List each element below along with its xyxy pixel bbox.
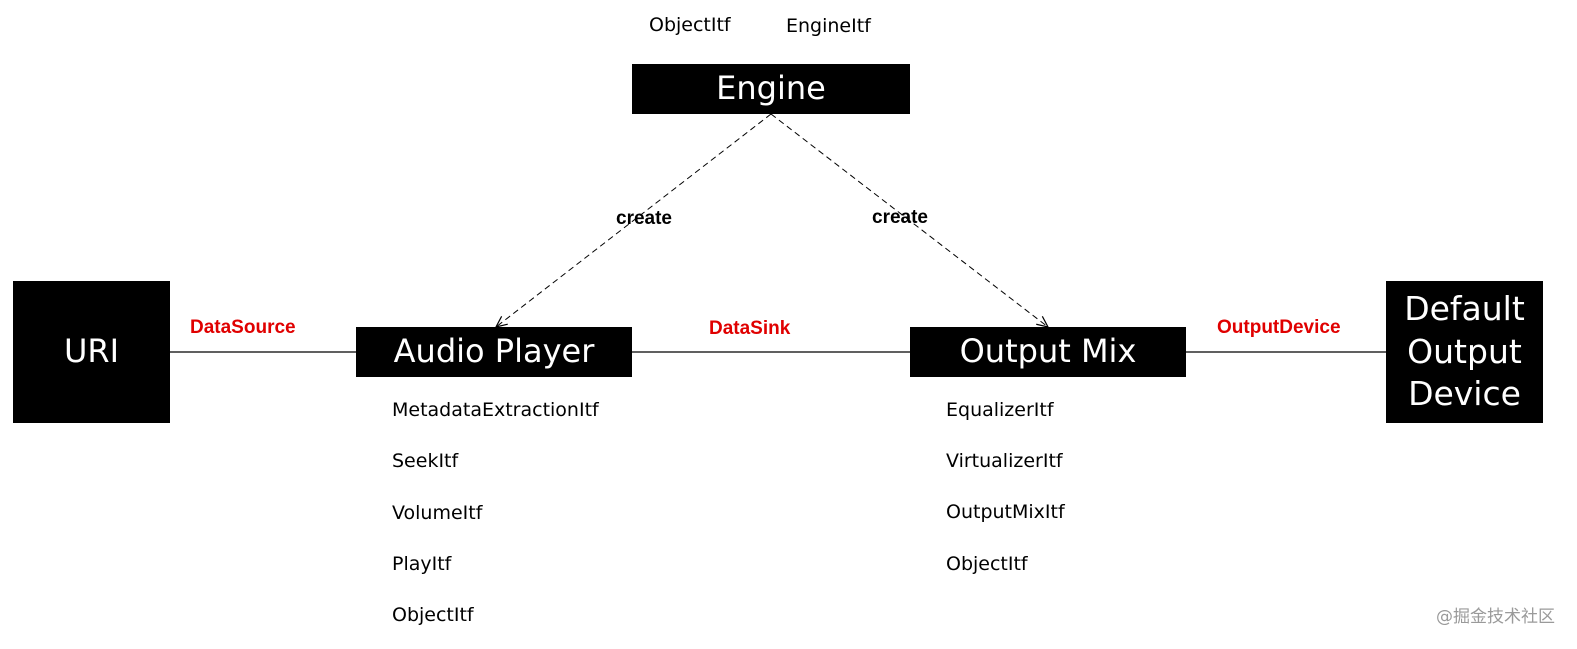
audio-player-box: Audio Player [356,327,632,377]
output-mix-interface: VirtualizerItf [946,450,1063,472]
datasource-label: DataSource [190,317,296,338]
output-mix-interface: ObjectItf [946,553,1028,575]
uri-label: URI [63,332,120,371]
uri-box: URI [13,281,170,423]
engine-box: Engine [632,64,910,114]
audio-player-interface: MetadataExtractionItf [392,399,599,421]
audio-player-interface: SeekItf [392,450,459,472]
output-mix-label: Output Mix [959,332,1137,371]
engine-interface-engineitf: EngineItf [786,15,871,37]
audio-player-interface: ObjectItf [392,604,474,626]
audio-player-interface: VolumeItf [392,502,483,524]
output-mix-interface: OutputMixItf [946,501,1065,523]
default-output-device-label: Default Output Device [1404,288,1525,414]
create-label-right: create [872,207,928,228]
create-label-left: create [616,208,672,229]
output-mix-interface: EqualizerItf [946,399,1054,421]
audio-player-interface: PlayItf [392,553,452,575]
default-output-device-box: Default Output Device [1386,281,1543,423]
engine-interface-objectitf: ObjectItf [649,14,731,36]
watermark: @掘金技术社区 [1436,607,1555,627]
datasink-label: DataSink [709,318,791,339]
create-arrow-audio-player [494,113,772,328]
create-arrow-output-mix [770,113,1050,328]
engine-label: Engine [716,69,826,108]
audio-player-label: Audio Player [393,332,595,371]
output-mix-box: Output Mix [910,327,1186,377]
outputdevice-label: OutputDevice [1217,317,1341,338]
